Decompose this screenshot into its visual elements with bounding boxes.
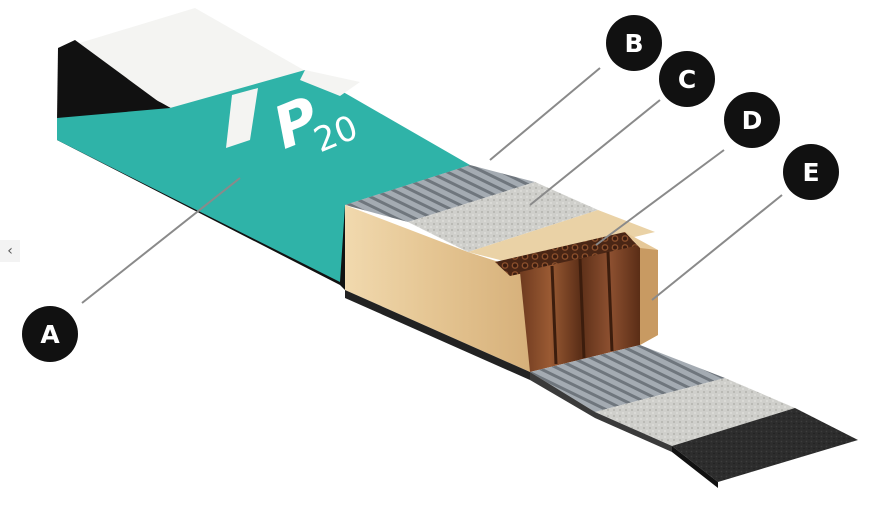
callout-c-label: C [678,65,696,94]
wood-core-side [345,205,530,372]
honeycomb-cells [495,232,640,276]
metal-layer-bottom [530,345,725,412]
fiberglass-layer-top [408,182,598,252]
topsheet-layer: P 20 [57,8,470,290]
base-layer-edge [672,446,718,488]
base-layer [672,408,858,482]
wood-edge-strip-face [640,248,658,345]
topsheet-teal-band [57,70,470,282]
fiberglass-layer-bottom-edge [595,412,672,452]
topsheet-white-notch [300,70,360,96]
leader-line-c [529,99,661,206]
sidewall-bottom-edge [345,290,530,380]
wood-core-top-lip [468,210,655,265]
leader-line-b [489,67,601,161]
callout-b: B [606,15,662,71]
leader-line-a [81,177,241,304]
honeycomb-wall-line [578,258,586,359]
previous-arrow-button[interactable]: ‹ [0,240,20,262]
honeycomb-wall-line [550,265,558,365]
topsheet-black-wedge [57,40,170,120]
callout-e: E [783,144,839,200]
callout-d: D [724,92,780,148]
honeycomb-wall-line [606,251,614,352]
callout-a: A [22,306,78,362]
honeycomb-core [495,232,640,372]
metal-layer-top [345,165,535,222]
callout-a-label: A [40,320,60,349]
callout-c: C [659,51,715,107]
leader-line-e [651,194,783,301]
topsheet-white-stripe [226,88,258,148]
leader-line-d [595,149,725,246]
callout-d-label: D [742,106,763,135]
fiberglass-layer-bottom [595,378,795,446]
leader-lines [81,67,783,304]
metal-layer-bottom-edge [530,372,595,418]
callout-e-label: E [802,158,819,187]
callout-b-label: B [624,29,643,58]
